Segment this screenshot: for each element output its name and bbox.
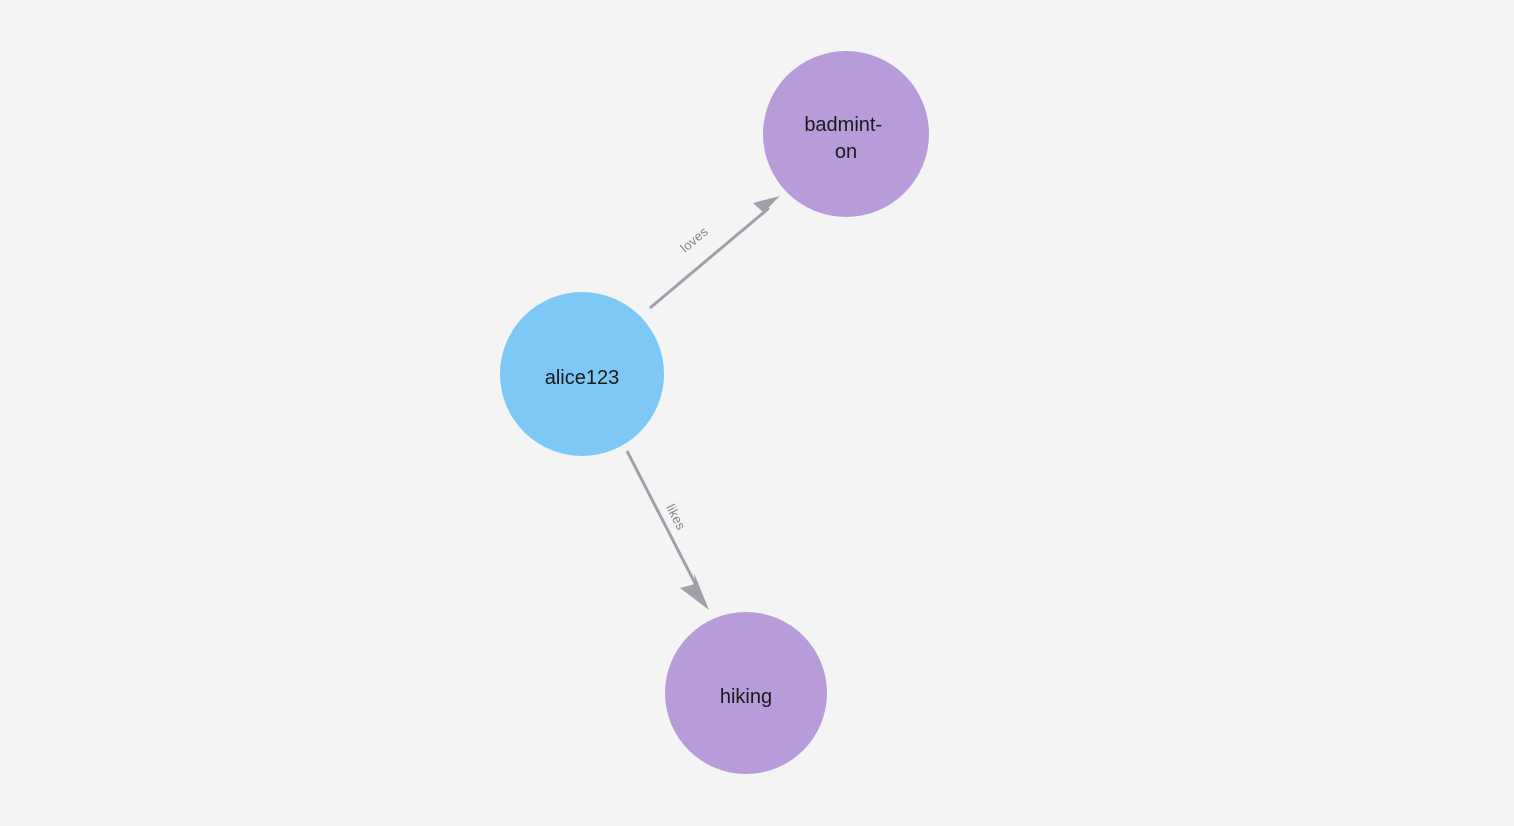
arrowhead-icon: [680, 573, 709, 610]
edge-label-loves: loves: [677, 224, 711, 256]
node-label-hiking: hiking: [720, 686, 772, 708]
arrowhead-icon: [753, 196, 780, 219]
node-circle[interactable]: [763, 51, 929, 217]
edge-alice123-likes-hiking[interactable]: likes: [625, 450, 709, 610]
node-label-line: on: [835, 141, 857, 163]
edge-alice123-loves-badminton[interactable]: loves: [649, 196, 780, 310]
edge-line: [625, 450, 700, 590]
node-circle[interactable]: [665, 612, 827, 774]
node-alice123[interactable]: alice123: [500, 292, 664, 456]
edge-line: [649, 206, 770, 310]
node-label-badminton: badmint- on: [804, 114, 887, 163]
node-label-line: alice123: [545, 367, 620, 389]
node-label-line: badmint-: [804, 114, 882, 136]
node-label-alice123: alice123: [545, 367, 620, 389]
node-circle[interactable]: [500, 292, 664, 456]
node-badminton[interactable]: badmint- on: [763, 51, 929, 217]
node-hiking[interactable]: hiking: [665, 612, 827, 774]
node-label-line: hiking: [720, 686, 772, 708]
